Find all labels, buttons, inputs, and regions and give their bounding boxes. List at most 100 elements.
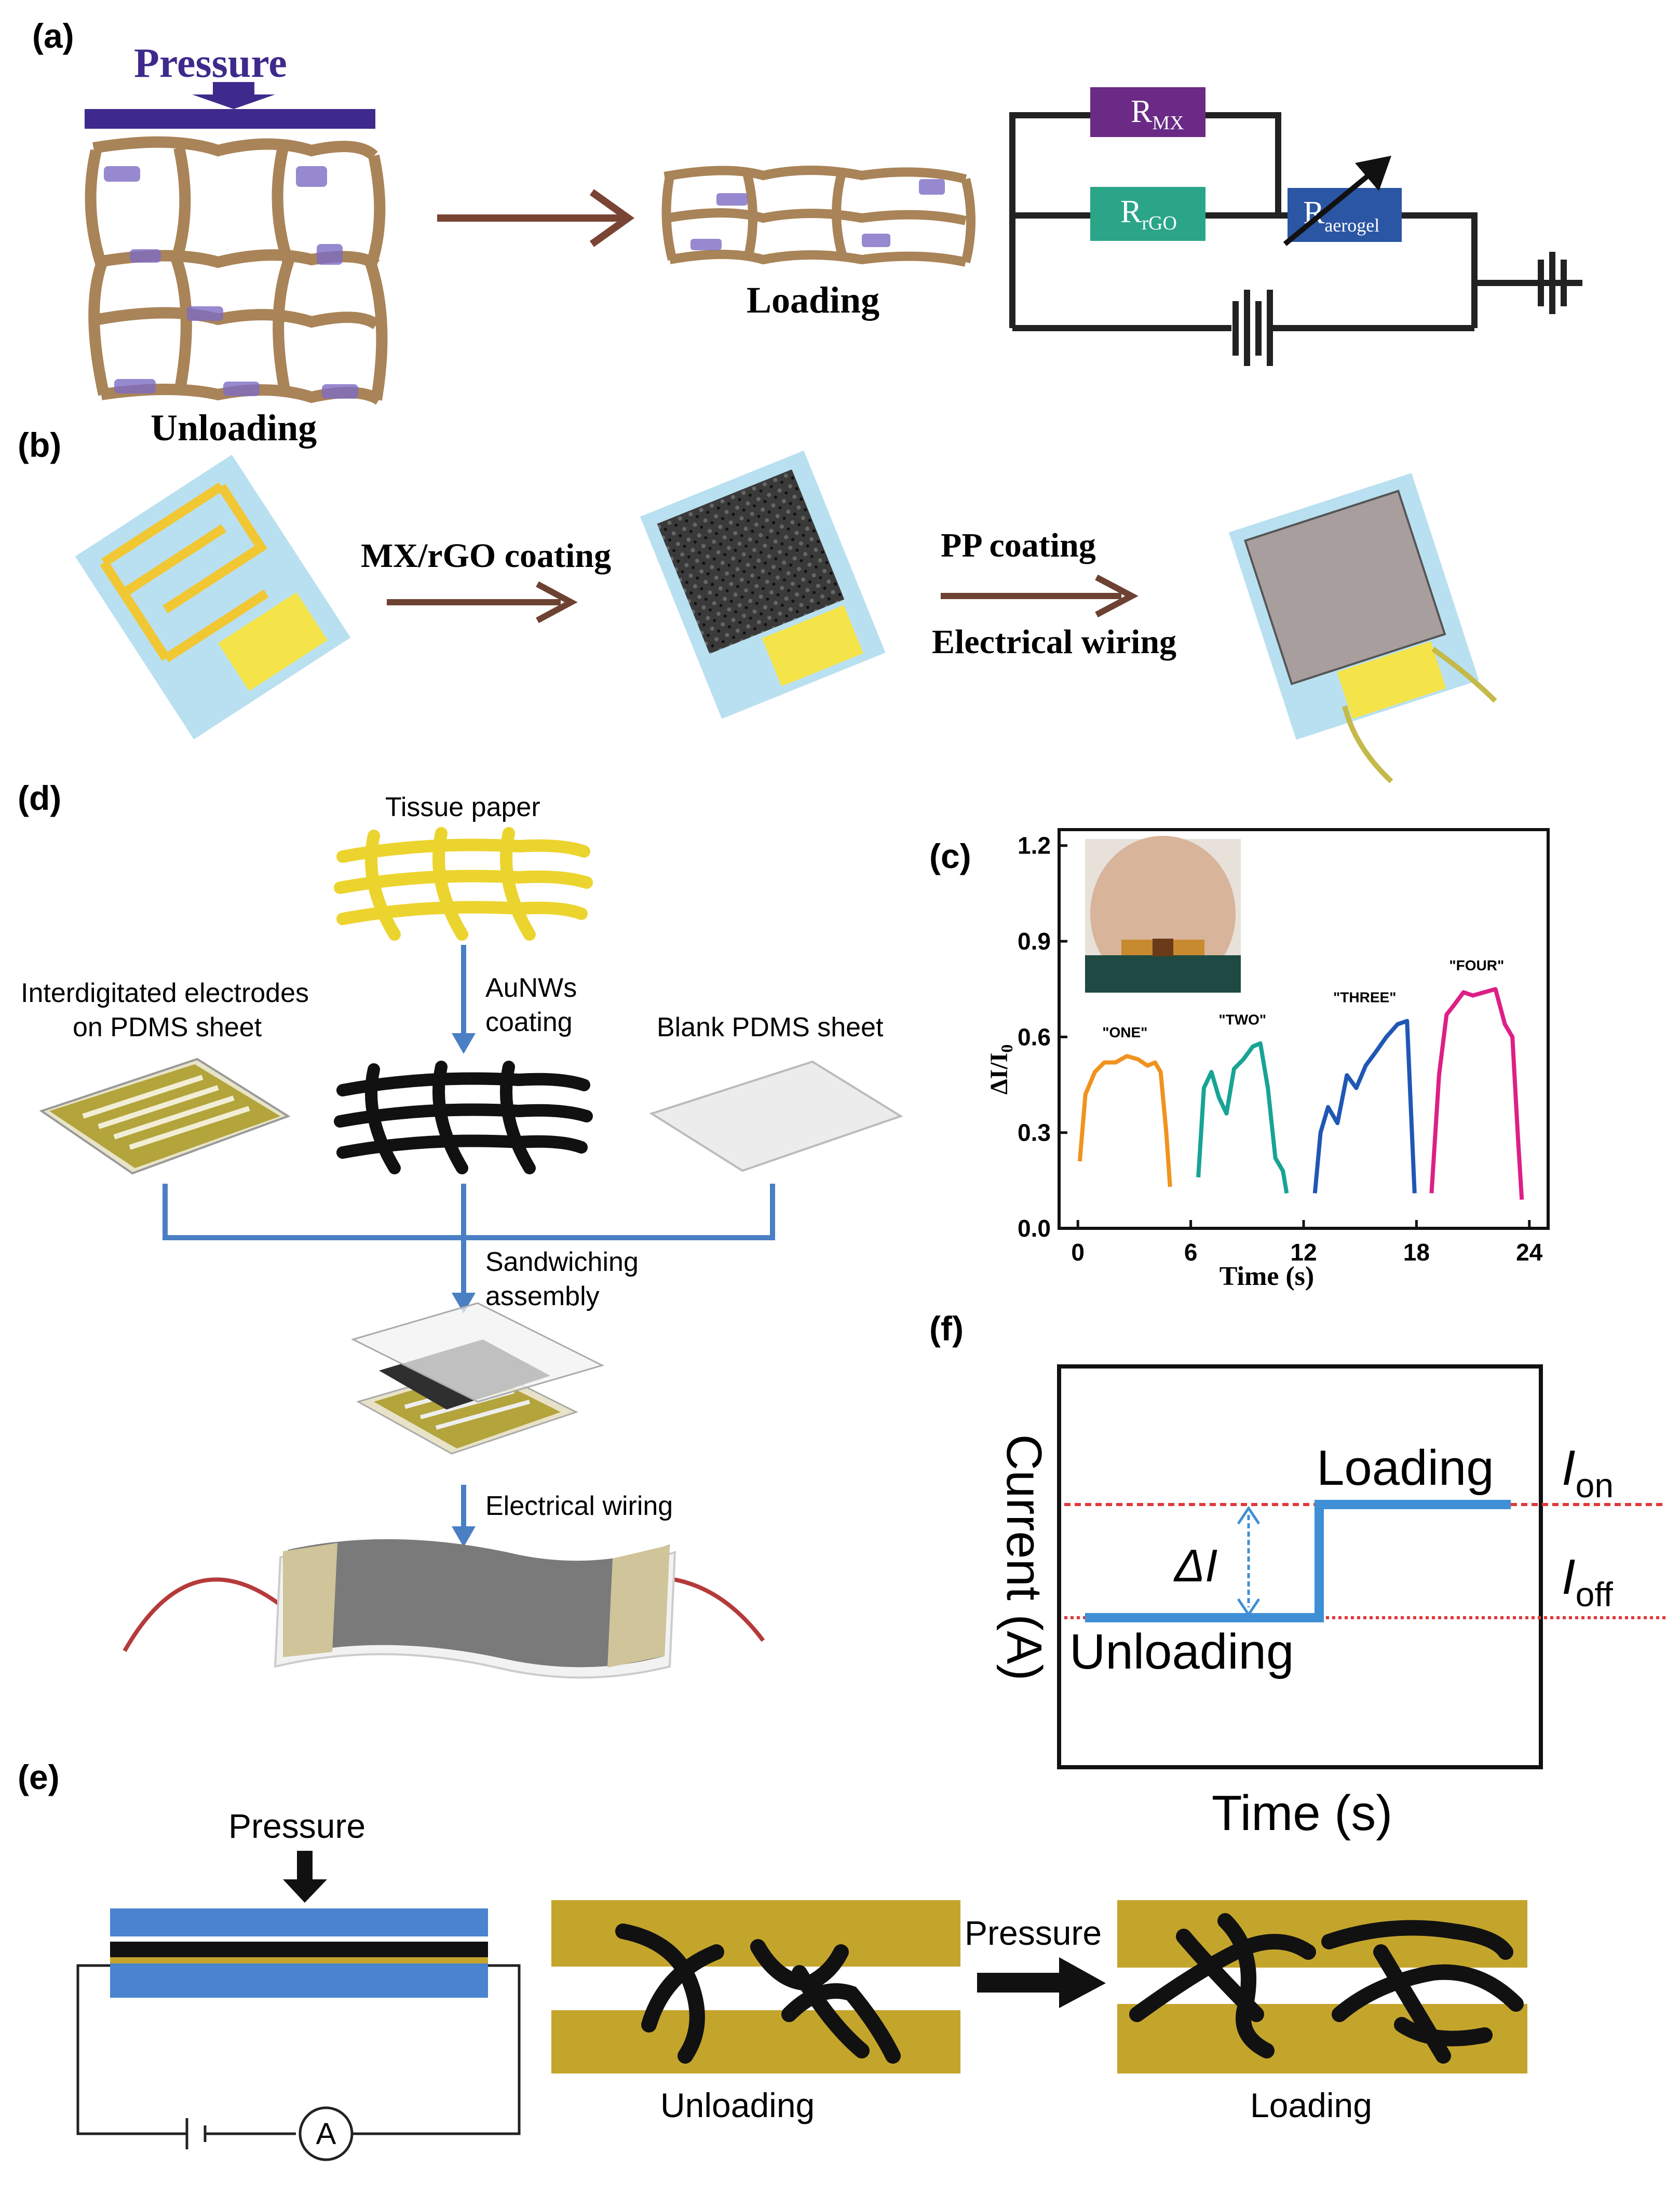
- step-electrical-wiring-b: Electrical wiring: [932, 623, 1176, 661]
- panel-b-label: (b): [18, 426, 61, 464]
- pressure-arrow-shaft: [213, 82, 254, 94]
- panel-a-label: (a): [32, 17, 74, 55]
- loading-label-f: Loading: [1317, 1440, 1494, 1496]
- resistor-mx-label: RMX: [1131, 94, 1184, 134]
- arrow-b2-head: [1095, 574, 1139, 618]
- series-label-2: "TWO": [1218, 1012, 1266, 1028]
- current-step-line: [1085, 1500, 1511, 1622]
- panel-e-label: (e): [18, 1758, 60, 1796]
- panel-b: (b) MX/rGO coating PP coating Electrical…: [18, 426, 1497, 783]
- panel-f-label: (f): [929, 1309, 964, 1348]
- series-label-3: "THREE": [1333, 990, 1396, 1006]
- series-line-3: [1312, 1019, 1417, 1194]
- series-line-4: [1429, 987, 1524, 1200]
- sandwich-label-line2: assembly: [485, 1281, 600, 1311]
- electrode-layer: [110, 1957, 488, 1963]
- pressure-label: Pressure: [134, 40, 287, 86]
- assembly-bracket: [162, 1184, 775, 1240]
- delta-i-arrow-down: [1237, 1598, 1261, 1617]
- electrode-sheet: [39, 1058, 291, 1175]
- sandwich-label-line1: Sandwiching: [485, 1247, 639, 1277]
- sandwich-assembly: [350, 1302, 605, 1455]
- pressure-arrow-head: [192, 94, 275, 109]
- pressure-arrow-e-shaft: [297, 1851, 313, 1882]
- delta-i-arrow-up: [1237, 1506, 1261, 1525]
- aunws-coating-line1: AuNWs: [485, 973, 577, 1003]
- step-pp-coating: PP coating: [941, 526, 1096, 564]
- flexible-device: [123, 1539, 765, 1679]
- arrow-b1-head: [536, 581, 578, 624]
- substrate-coated: [640, 450, 886, 719]
- pressure-plate: [85, 109, 375, 129]
- blank-pdms-label: Blank PDMS sheet: [657, 1012, 884, 1042]
- unloading-label: Unloading: [151, 407, 317, 449]
- panel-d-label: (d): [18, 779, 61, 817]
- panel-d: (d) Tissue paper AuNWs coating Interdigi…: [18, 779, 903, 1679]
- i-on-label: Ion: [1562, 1440, 1614, 1505]
- loading-inset: [1117, 1900, 1527, 2074]
- resistor-rgo: [1090, 187, 1205, 241]
- loading-label-e: Loading: [1250, 2086, 1372, 2124]
- delta-i-label: ΔI: [1173, 1540, 1218, 1591]
- chart-c-ylabel: ΔI/I0: [985, 1045, 1016, 1095]
- x-tick-label: 0: [1071, 1239, 1085, 1266]
- arrow-d2-head: [452, 1293, 476, 1313]
- electrodes-label-line1: Interdigitated electrodes: [21, 978, 309, 1008]
- x-tick-label: 12: [1290, 1239, 1317, 1266]
- wire-b-1: [1431, 646, 1497, 703]
- y-tick-label: 0.9: [1018, 928, 1051, 955]
- tissue-paper-illustration: [334, 827, 593, 941]
- y-tick-label: 0.6: [1018, 1023, 1051, 1050]
- chart-c-xlabel: Time (s): [1220, 1262, 1314, 1291]
- neck-photo-inset: [1085, 836, 1241, 993]
- electrical-wiring-d: Electrical wiring: [485, 1491, 673, 1521]
- unloading-inset: [551, 1900, 960, 2074]
- panel-f: (f) Current (A) Time (s) ΔI Loading Unlo…: [929, 1309, 1667, 1841]
- y-tick-label: 1.2: [1018, 832, 1051, 859]
- y-tick-label: 0.3: [1018, 1119, 1051, 1146]
- chart-f-ylabel: Current (A): [996, 1434, 1052, 1681]
- arrow-e-shaft: [977, 1973, 1065, 1993]
- panel-c-label: (c): [929, 837, 971, 875]
- ammeter-label: A: [316, 2117, 336, 2151]
- mxene-flakes-loaded: [690, 179, 945, 250]
- panel-e: (e) Pressure A: [18, 1758, 1527, 2161]
- unloading-label-e: Unloading: [660, 2086, 815, 2124]
- step-mx-rgo-coating: MX/rGO coating: [361, 537, 611, 575]
- series-line-2: [1196, 1041, 1289, 1194]
- x-tick-label: 24: [1516, 1239, 1543, 1266]
- arrow-d3-head: [452, 1526, 476, 1547]
- substrate-electrode: [75, 454, 351, 740]
- y-tick-label: 0.0: [1018, 1215, 1051, 1242]
- series-line-1: [1077, 1054, 1172, 1187]
- arrow-e-head: [1059, 1957, 1106, 2008]
- x-tick-label: 18: [1403, 1239, 1430, 1266]
- chart-f-frame: [1057, 1364, 1543, 1769]
- wire-b-2: [1342, 705, 1393, 783]
- blank-pdms-sheet: [649, 1060, 903, 1172]
- pressure-label-e: Pressure: [228, 1807, 365, 1845]
- aunw-layer: [110, 1942, 488, 1957]
- bottom-pdms-layer: [110, 1963, 488, 1998]
- series-label-1: "ONE": [1102, 1024, 1147, 1040]
- circuit-e: [76, 1964, 521, 2161]
- electrodes-label-line2: on PDMS sheet: [73, 1012, 262, 1042]
- variable-arrow: [1283, 163, 1383, 246]
- pressure-arrow-e-head: [283, 1879, 327, 1903]
- arrow-d1-head: [452, 1033, 476, 1054]
- aunws-mesh: [334, 1061, 593, 1174]
- chart-f-xlabel: Time (s): [1212, 1785, 1392, 1841]
- tissue-paper-label: Tissue paper: [385, 792, 540, 822]
- top-pdms-layer: [110, 1908, 488, 1936]
- pressure-mid-label: Pressure: [965, 1914, 1102, 1952]
- resistor-rgo-label: RrGO: [1120, 194, 1177, 234]
- aunws-coating-line2: coating: [485, 1007, 573, 1037]
- transition-arrow-head: [589, 189, 635, 247]
- aerogel-loaded: [661, 166, 976, 267]
- resistor-mx: [1090, 87, 1205, 137]
- chart-c-series: "ONE""TWO""THREE""FOUR": [1077, 957, 1524, 1200]
- mxene-flakes-unloaded: [104, 166, 358, 399]
